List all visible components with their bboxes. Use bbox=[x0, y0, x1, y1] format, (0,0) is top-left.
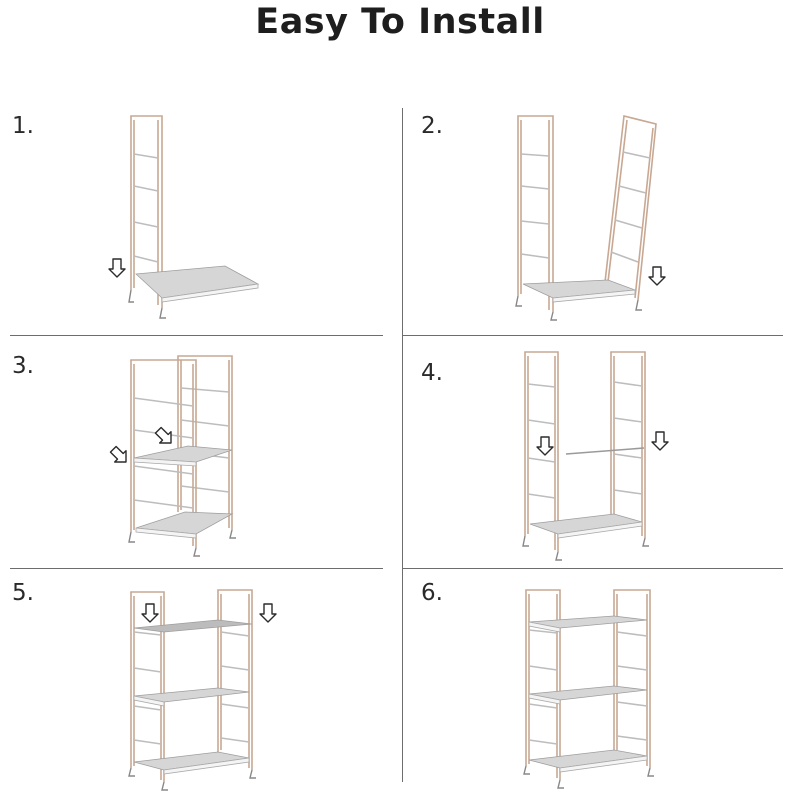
step-4-illustration bbox=[522, 351, 649, 561]
step-number-6: 6. bbox=[421, 580, 443, 606]
divider-row-1 bbox=[10, 335, 383, 336]
step-4-arrow-left-icon bbox=[536, 436, 554, 456]
step-number-2: 2. bbox=[421, 113, 443, 139]
page-title: Easy To Install bbox=[255, 2, 545, 42]
step-2-illustration bbox=[515, 115, 657, 321]
step-number-3: 3. bbox=[12, 353, 34, 379]
divider-row-2 bbox=[10, 568, 383, 569]
divider-row-1-right bbox=[403, 335, 783, 336]
step-4-arrow-right-icon bbox=[651, 431, 669, 451]
step-number-4: 4. bbox=[421, 360, 443, 386]
step-1-arrow-icon bbox=[108, 258, 126, 278]
step-5-arrow-right-icon bbox=[259, 603, 277, 623]
step-5-illustration bbox=[128, 589, 256, 791]
step-3-arrow-left-icon bbox=[106, 442, 133, 469]
step-number-5: 5. bbox=[12, 580, 34, 606]
step-6-illustration bbox=[523, 589, 654, 789]
step-1-illustration bbox=[128, 115, 260, 319]
step-number-1: 1. bbox=[12, 113, 34, 139]
step-3-illustration bbox=[128, 355, 236, 557]
divider-row-2-right bbox=[403, 568, 783, 569]
divider-vertical bbox=[402, 108, 403, 782]
step-2-arrow-icon bbox=[648, 266, 666, 286]
step-5-arrow-left-icon bbox=[141, 603, 159, 623]
step-3-arrow-right-icon bbox=[151, 423, 178, 450]
